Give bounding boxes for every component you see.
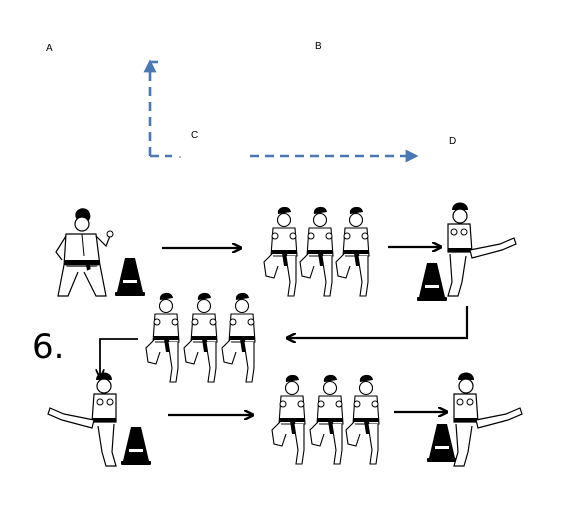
knee-lift-figure	[345, 374, 380, 465]
cone-icon	[121, 427, 151, 465]
cone-icon	[115, 258, 145, 296]
knee-lift-figure	[309, 374, 344, 465]
side-kick-figure	[48, 373, 116, 467]
label-a: A	[46, 43, 53, 54]
cone-icon	[427, 424, 457, 462]
knee-lift-figure	[145, 292, 180, 383]
row-2	[145, 292, 256, 383]
return-arrow-icon	[288, 306, 469, 338]
step-number: 6.	[32, 327, 64, 367]
fighting-stance-figure	[55, 207, 114, 297]
label-c: C	[191, 130, 198, 141]
arrow-down-icon	[100, 338, 138, 376]
dashed-route	[143, 59, 419, 163]
label-d: D	[449, 136, 456, 147]
row-1	[55, 201, 517, 301]
knee-lift-figure	[299, 206, 334, 297]
dashed-dot	[179, 156, 181, 158]
side-kick-figure	[453, 371, 523, 467]
cone-icon	[417, 263, 447, 301]
label-b: B	[315, 41, 322, 52]
knee-lift-figure	[263, 206, 298, 297]
knee-lift-figure	[271, 374, 306, 465]
knee-lift-figure	[183, 292, 218, 383]
knee-lift-figure	[335, 206, 370, 297]
row-3	[48, 371, 523, 467]
knee-lift-figure	[221, 292, 256, 383]
side-kick-figure	[447, 201, 517, 297]
